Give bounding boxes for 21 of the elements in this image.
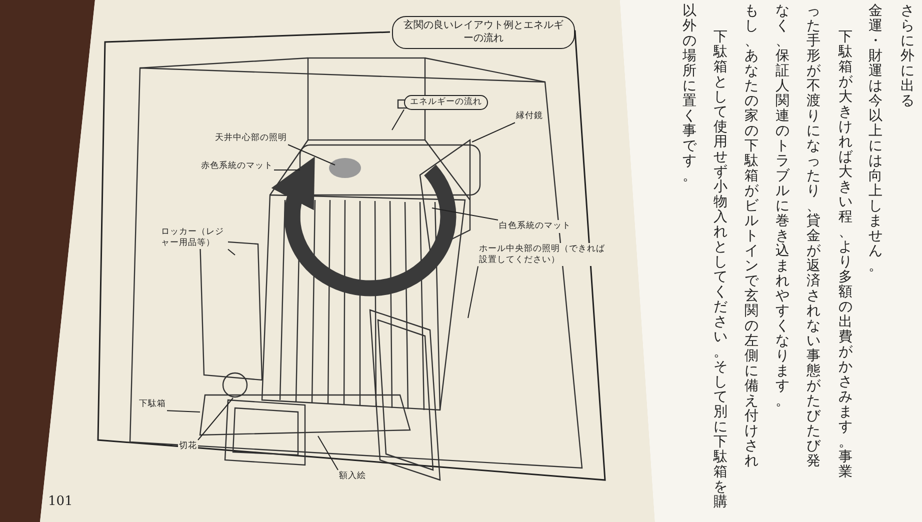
leader-line: [472, 122, 516, 142]
leader-line: [288, 144, 336, 166]
leader-line: [432, 208, 498, 220]
body-text: った手形が不渡りになったり、貸金が返済されない事態がたびたび発: [806, 4, 821, 469]
title-callout: 玄関の良いレイアウト例とエネルギーの流れ: [392, 16, 575, 49]
leader-line: [198, 398, 234, 440]
body-text: もし、あなたの家の下駄箱がビルトインで玄関の左側に備え付けされ: [744, 4, 759, 469]
page-number: 101: [48, 494, 73, 510]
body-text: 下駄箱が大きければ大きい程、より多額の出費がかさみます。事業: [838, 30, 853, 480]
body-text: なく、保証人関連のトラブルに巻き込まれやすくなります。: [775, 4, 790, 409]
callout-label: エネルギーの流れ: [404, 95, 488, 110]
leader-line: [166, 410, 200, 412]
body-text: 以外の場所に置く事です。: [682, 4, 697, 184]
body-text: さらに外に出る: [900, 4, 915, 109]
body-text: 金運・財運は今以上には向上しません。: [868, 4, 883, 274]
part-label: ロッカー（レジャー用品等）: [160, 226, 228, 250]
leader-line: [228, 248, 236, 256]
leader-line: [318, 436, 338, 470]
leader-line: [392, 109, 404, 130]
body-text: 下駄箱として使用せず小物入れとしてください。そして別に下駄箱を購: [713, 30, 728, 510]
leader-line: [468, 266, 478, 318]
